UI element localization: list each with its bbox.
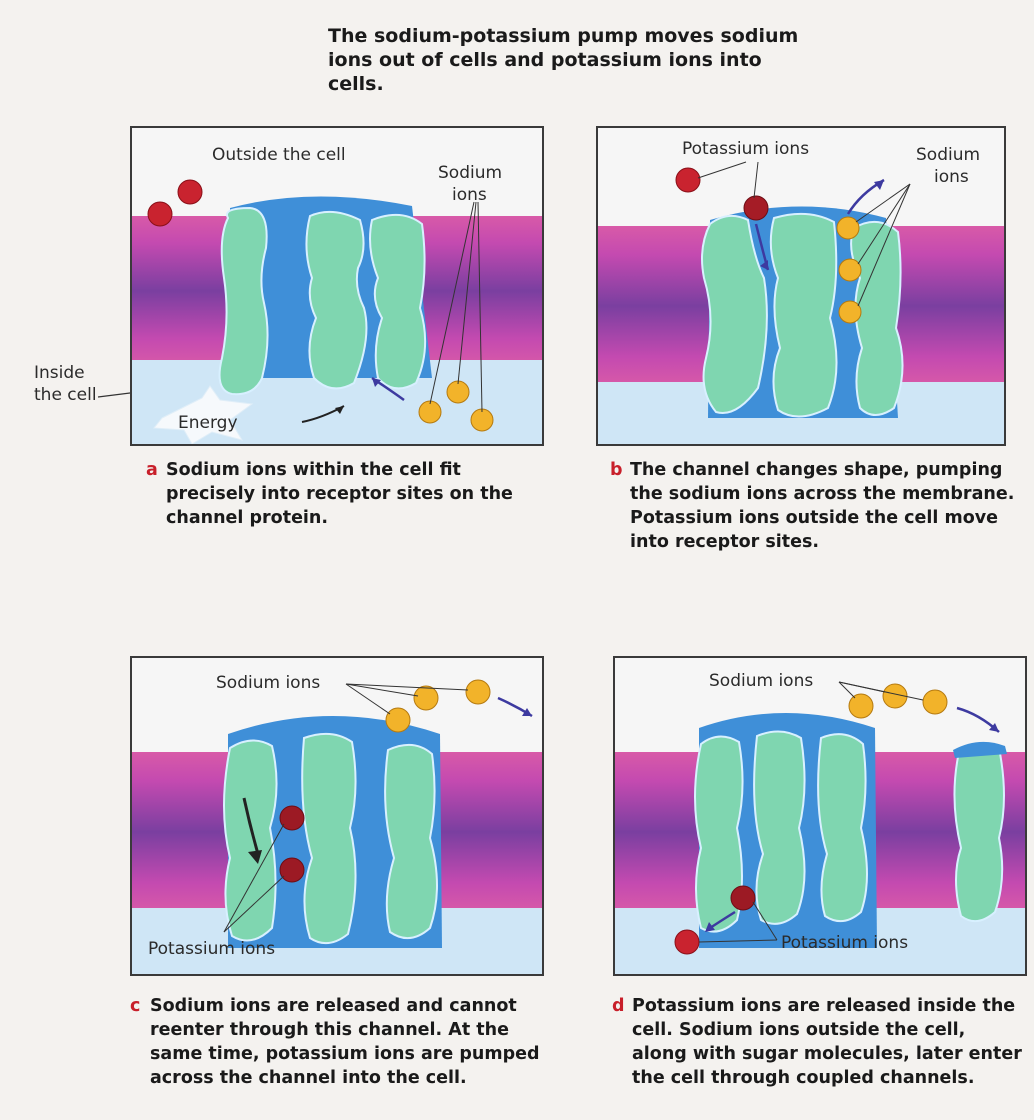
protein-subunit-3 xyxy=(370,215,425,389)
caption-c: c Sodium ions are released and cannot re… xyxy=(150,994,540,1090)
outside-cell-label: Outside the cell xyxy=(212,145,346,165)
sodium-ion-3 xyxy=(839,301,861,323)
potassium-label: Potassium ions xyxy=(781,933,908,953)
sodium-ion-1 xyxy=(419,401,441,423)
potassium-ion-2 xyxy=(178,180,202,204)
sodium-ion-3 xyxy=(923,690,947,714)
sodium-label-line1: Sodium xyxy=(916,145,980,165)
sodium-ion-2 xyxy=(839,259,861,281)
panel-d: Sodium ions Potassium ions xyxy=(613,656,1027,976)
protein-subunit-2 xyxy=(306,212,366,389)
sodium-label-line1: Sodium xyxy=(438,163,502,183)
sodium-ion-3 xyxy=(386,708,410,732)
potassium-ion-1 xyxy=(676,168,700,192)
protein-subunit-1 xyxy=(220,208,268,394)
energy-label: Energy xyxy=(178,413,238,433)
potassium-label: Potassium ions xyxy=(148,939,275,959)
sodium-ion-1 xyxy=(837,217,859,239)
caption-d: d Potassium ions are released inside the… xyxy=(632,994,1022,1090)
panel-b: Potassium ions Sodium ions xyxy=(596,126,1006,446)
protein-subunit-2 xyxy=(771,214,837,417)
caption-b-text: The channel changes shape, pumping the s… xyxy=(630,460,1014,552)
sodium-ion-1 xyxy=(849,694,873,718)
protein-subunit-3 xyxy=(385,745,437,938)
caption-c-text: Sodium ions are released and cannot reen… xyxy=(150,996,540,1088)
sodium-label-line2: ions xyxy=(452,185,487,205)
panel-a: Outside the cell Sodium ions Energy xyxy=(130,126,544,446)
protein-subunit-1 xyxy=(224,740,277,940)
potassium-ion-1 xyxy=(731,886,755,910)
sodium-label: Sodium ions xyxy=(216,673,320,693)
caption-b-letter: b xyxy=(610,458,623,482)
sodium-ion-3 xyxy=(471,409,493,431)
sodium-label-line2: ions xyxy=(934,167,969,187)
potassium-ion-1 xyxy=(280,806,304,830)
potassium-label: Potassium ions xyxy=(682,139,809,159)
coupled-channel-protein xyxy=(954,744,1004,921)
caption-d-letter: d xyxy=(612,994,625,1018)
protein-subunit-3 xyxy=(818,734,867,921)
caption-a-text: Sodium ions within the cell fit precisel… xyxy=(166,460,513,528)
caption-d-text: Potassium ions are released inside the c… xyxy=(632,996,1022,1088)
protein-subunit-2 xyxy=(302,734,355,943)
sodium-ion-2 xyxy=(466,680,490,704)
caption-a-letter: a xyxy=(146,458,158,482)
protein-subunit-2 xyxy=(754,731,804,923)
panel-c: Sodium ions Potassium ions xyxy=(130,656,544,976)
figure-title: The sodium-potassium pump moves sodium i… xyxy=(328,24,808,96)
caption-b: b The channel changes shape, pumping the… xyxy=(630,458,1020,554)
potassium-ion-2 xyxy=(280,858,304,882)
potassium-ion-2 xyxy=(744,196,768,220)
sodium-ion-2 xyxy=(447,381,469,403)
inside-label-leader xyxy=(0,0,140,420)
caption-a: a Sodium ions within the cell fit precis… xyxy=(166,458,546,530)
sodium-ion-1 xyxy=(414,686,438,710)
caption-c-letter: c xyxy=(130,994,140,1018)
sodium-label: Sodium ions xyxy=(709,671,813,691)
potassium-ion-2 xyxy=(675,930,699,954)
potassium-ion-1 xyxy=(148,202,172,226)
